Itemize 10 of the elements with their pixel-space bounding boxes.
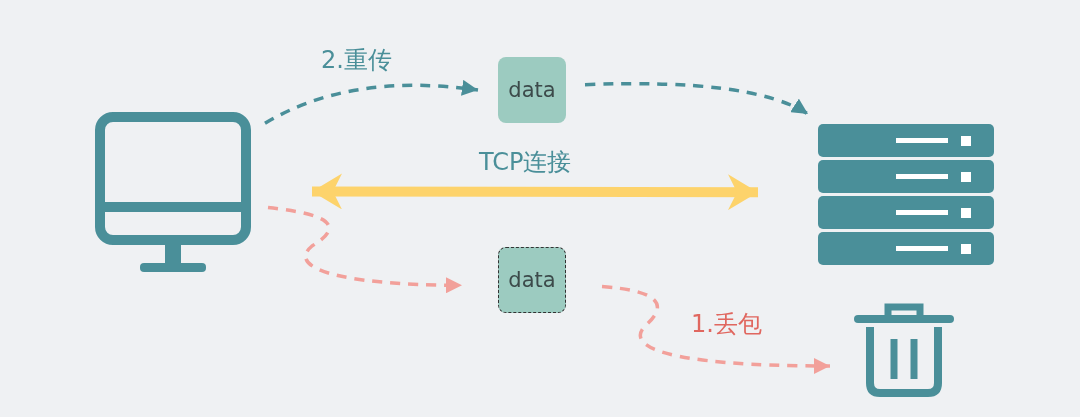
arrow	[584, 81, 809, 116]
arrow	[312, 173, 758, 211]
monitor-drawing	[95, 112, 251, 274]
arrow	[264, 80, 479, 125]
arrow	[601, 284, 830, 374]
data-box: data	[498, 57, 566, 123]
server-drawing	[818, 124, 994, 266]
arrow	[267, 205, 463, 294]
trash-can-icon	[856, 303, 952, 397]
data-box: data	[498, 247, 566, 313]
